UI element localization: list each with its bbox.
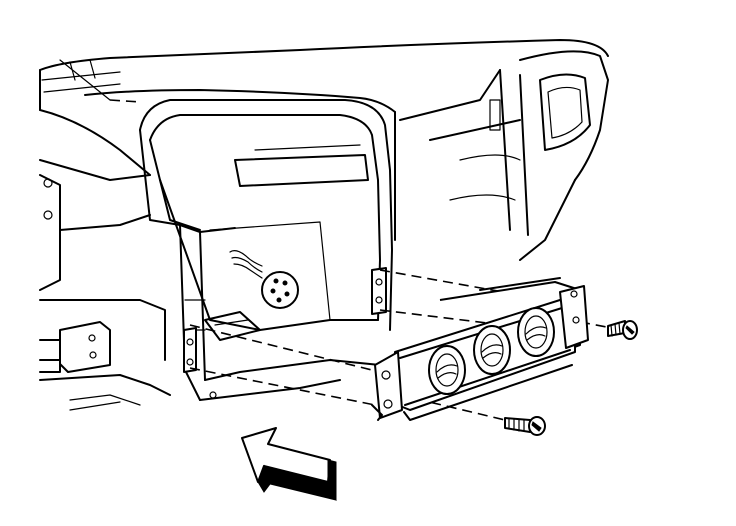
control-knob	[428, 345, 466, 395]
mounting-tab-right	[371, 267, 387, 315]
direction-arrow	[241, 427, 337, 501]
mounting-screw	[504, 416, 546, 436]
right-dash-vent	[399, 50, 609, 261]
control-knob	[517, 307, 555, 357]
mounting-tab-left	[183, 327, 197, 373]
glove-box-opening	[139, 99, 393, 401]
instrument-panel	[39, 39, 609, 411]
control-knob	[473, 325, 511, 375]
wiring-connector	[229, 250, 299, 309]
mounting-screw	[607, 320, 638, 340]
